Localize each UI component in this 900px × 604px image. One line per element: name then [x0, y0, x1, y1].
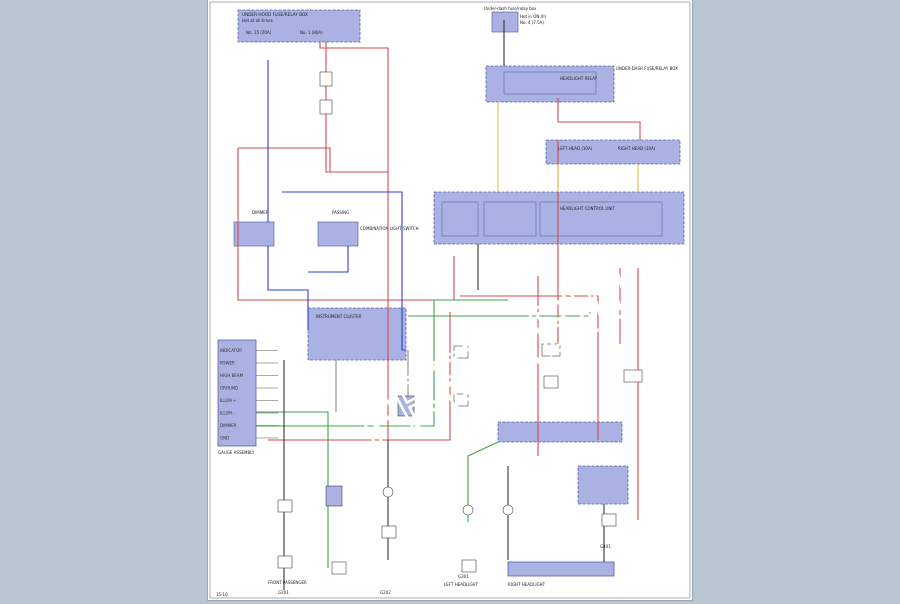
- lower-connector-c: FRONT PASSENGER: [268, 580, 307, 585]
- instrument-cluster: INSTRUMENT CLUSTER: [307, 307, 407, 361]
- fuse-row: LEFT HEAD (10A) RIGHT HEAD (10A): [545, 139, 681, 165]
- wiring-diagram: UNDER-HOOD FUSE/RELAY BOX Hot at all tim…: [209, 1, 691, 599]
- lower-connector-a: LEFT HEADLIGHT: [444, 582, 479, 587]
- wire-layer: [237, 20, 641, 590]
- gauge-panel: GAUGE ASSEMBLY INDICATOR POWER HIGH BEAM GR…: [217, 339, 278, 455]
- relay-box-right-title: UNDER-DASH FUSE/RELAY BOX: [616, 66, 678, 71]
- page-code: 15-16: [216, 592, 228, 597]
- switch-left-label: DIMMER: [252, 210, 269, 215]
- fuse-box-top-col1: No. 15 (20A): [246, 30, 272, 35]
- tail-relay-box: Under-dash fuse/relay box Hot in ON (II)…: [484, 6, 547, 33]
- fuse-box-top: UNDER-HOOD FUSE/RELAY BOX Hot at all tim…: [237, 9, 361, 43]
- switch-right-label: PASSING: [332, 210, 349, 215]
- gauge-panel-title: GAUGE ASSEMBLY: [218, 450, 255, 455]
- lower-connector-b: RIGHT HEADLIGHT: [508, 582, 546, 587]
- fuse-row-right: RIGHT HEAD (10A): [618, 146, 656, 151]
- ground-label: G202: [380, 590, 391, 595]
- sheet-border: [209, 1, 691, 599]
- schematic-sheet: UNDER-HOOD FUSE/RELAY BOX Hot at all tim…: [208, 0, 692, 600]
- tail-relay-sub: Hot in ON (II): [520, 14, 547, 19]
- gauge-pin-label: ILLUM -: [220, 411, 235, 416]
- relay-box-right-relay: HEADLIGHT RELAY: [560, 76, 598, 81]
- gauge-pin-label: HIGH BEAM: [220, 373, 244, 378]
- control-unit: HEADLIGHT CONTROL UNIT: [433, 191, 685, 245]
- instrument-cluster-title: INSTRUMENT CLUSTER: [316, 314, 362, 319]
- gauge-pin-label: POWER: [220, 361, 235, 366]
- control-unit-title: HEADLIGHT CONTROL UNIT: [560, 206, 615, 211]
- gauge-panel-pins: INDICATOR POWER HIGH BEAM GROUND ILLUM + ILLU…: [220, 348, 278, 441]
- gauge-pin-label: GROUND: [220, 386, 238, 391]
- ground-label: G301: [458, 574, 469, 579]
- tail-relay-title: Under-dash fuse/relay box: [484, 6, 537, 11]
- fuse-box-top-col2: No. 1 (80A): [300, 30, 323, 35]
- gauge-pin-label: INDICATOR: [220, 348, 242, 353]
- ground-label: G401: [600, 544, 611, 549]
- switch-left: DIMMER: [233, 210, 275, 247]
- gauge-pin-label: ILLUM +: [220, 398, 236, 403]
- relay-box-right: UNDER-DASH FUSE/RELAY BOX HEADLIGHT RELA…: [485, 65, 678, 103]
- combo-switch-label: COMBINATION LIGHT SWITCH: [360, 226, 419, 231]
- switch-right: PASSING: [317, 210, 359, 247]
- fuse-row-left: LEFT HEAD (10A): [558, 146, 593, 151]
- connector-symbols: [277, 71, 643, 575]
- bottom-relay-box: [497, 421, 629, 577]
- fuse-box-top-title: UNDER-HOOD FUSE/RELAY BOX: [242, 12, 308, 17]
- tail-relay-item: No. 4 (7.5A): [520, 20, 544, 25]
- ground-label: G201: [278, 590, 289, 595]
- ground-labels: G201 G202 G301 G401: [278, 544, 611, 595]
- svg-text:COMBINATION LIGHT SWITCH: COMBINATION LIGHT SWITCH: [360, 226, 419, 231]
- fuse-box-top-sub: Hot at all times: [242, 18, 273, 23]
- gauge-pin-label: GND: [220, 436, 229, 441]
- gauge-pin-label: DIMMER: [220, 423, 237, 428]
